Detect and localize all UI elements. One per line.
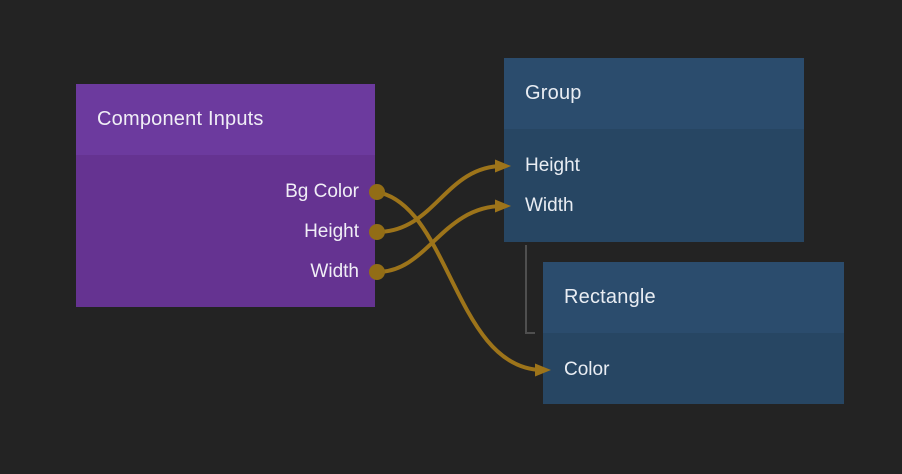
node-title: Component Inputs [97,108,264,130]
node-title: Rectangle [564,286,656,308]
port-label-width: Width [525,195,574,216]
node-title: Group [525,82,582,104]
input-port-row-height[interactable]: Height [504,146,804,186]
wire-width-to-group-width[interactable] [375,199,511,274]
port-label-width: Width [310,261,359,282]
port-label-height: Height [304,221,359,242]
node-component-inputs-header[interactable]: Component Inputs [76,84,375,155]
node-component-inputs[interactable]: Component Inputs Bg Color Height Width [76,84,375,307]
output-port-row-width[interactable]: Width [76,252,375,292]
output-port-row-height[interactable]: Height [76,212,375,252]
hierarchy-connector-line [525,245,535,334]
node-group[interactable]: Group Height Width [504,58,804,242]
wire-height-to-group-height[interactable] [375,159,511,234]
port-label-color: Color [564,359,610,380]
node-rectangle-body: Color [543,333,844,404]
input-port-row-color[interactable]: Color [543,350,844,390]
port-label-height: Height [525,155,580,176]
output-port-row-bg-color[interactable]: Bg Color [76,172,375,212]
port-label-bg-color: Bg Color [285,181,359,202]
input-port-row-width[interactable]: Width [504,186,804,226]
node-rectangle[interactable]: Rectangle Color [543,262,844,404]
node-rectangle-header[interactable]: Rectangle [543,262,844,333]
node-component-inputs-body: Bg Color Height Width [76,155,375,307]
node-group-header[interactable]: Group [504,58,804,129]
node-group-body: Height Width [504,129,804,242]
